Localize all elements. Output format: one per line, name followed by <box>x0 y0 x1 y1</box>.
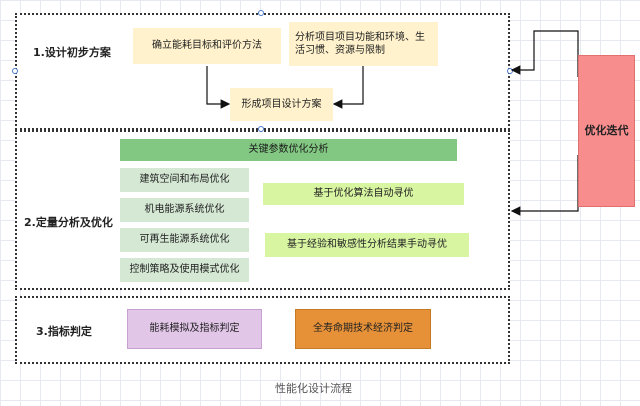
stage-3-label: 3.指标判定 <box>36 325 92 338</box>
selection-handle-bottom[interactable] <box>258 126 264 132</box>
node-key-param[interactable]: 关键参数优化分析 <box>120 139 457 161</box>
selection-handle-left[interactable] <box>12 68 18 74</box>
node-building-space[interactable]: 建筑空间和布局优化 <box>120 168 249 192</box>
stage-1-label: 1.设计初步方案 <box>33 46 111 59</box>
node-manual-opt[interactable]: 基于经验和敏感性分析结果手动寻优 <box>265 233 469 257</box>
node-auto-opt[interactable]: 基于优化算法自动寻优 <box>263 183 464 205</box>
node-energy-sim[interactable]: 能耗模拟及指标判定 <box>127 309 262 349</box>
stage-2-label: 2.定量分析及优化 <box>24 216 113 229</box>
connector-iteration-to-stage2 <box>510 155 579 216</box>
selection-handle-top[interactable] <box>258 10 264 16</box>
node-control-strategy[interactable]: 控制策略及使用模式优化 <box>120 258 249 282</box>
node-mep-system[interactable]: 机电能源系统优化 <box>120 198 249 222</box>
node-energy-goal[interactable]: 确立能耗目标和评价方法 <box>133 28 281 64</box>
node-lifecycle-eval[interactable]: 全寿命期技术经济判定 <box>295 309 431 349</box>
connector-iteration-to-stage1 <box>510 30 579 77</box>
node-renewable[interactable]: 可再生能源系统优化 <box>120 228 249 252</box>
node-form-plan[interactable]: 形成项目设计方案 <box>230 88 333 121</box>
connector-analysis-to-plan <box>332 66 364 109</box>
node-project-analysis[interactable]: 分析项目项目功能和环境、生活习惯、资源与限制 <box>289 22 438 66</box>
connector-goal-to-plan <box>206 66 231 109</box>
node-iteration[interactable]: 优化迭代 <box>578 55 635 207</box>
diagram-caption: 性能化设计流程 <box>275 382 352 395</box>
